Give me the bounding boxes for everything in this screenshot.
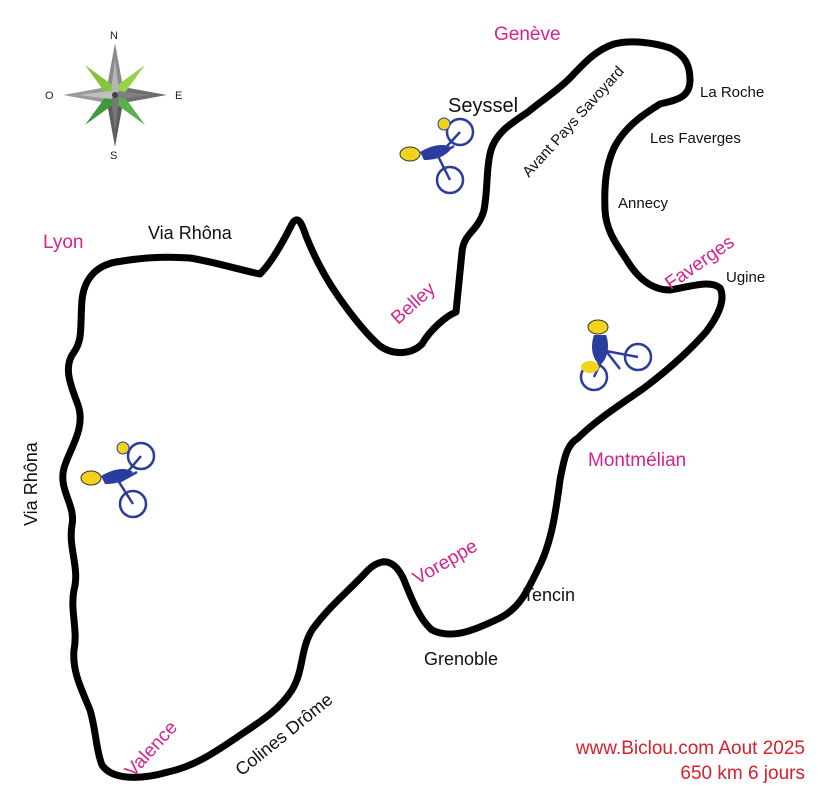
route-path (59, 38, 726, 781)
label-via-rhona-left: Via Rhôna (21, 442, 41, 526)
label-ugine: Ugine (726, 269, 766, 286)
cyclist-icon (399, 117, 475, 195)
label-via-rhona-top: Via Rhôna (148, 223, 232, 243)
compass-east-label: E (175, 90, 183, 102)
label-tencin: Tencin (523, 585, 576, 605)
credit-line: 650 km 6 jours (680, 763, 805, 784)
label-montmelian: Montmélian (588, 450, 687, 471)
credit-line: www.Biclou.com Aout 2025 (575, 738, 805, 759)
label-la-roche: La Roche (700, 84, 765, 101)
compass-south-label: S (110, 150, 118, 162)
cyclist-icon (80, 441, 156, 519)
label-lyon: Lyon (43, 232, 84, 253)
credit-block: www.Biclou.com Aout 2025 650 km 6 jours (576, 736, 805, 786)
label-grenoble: Grenoble (424, 649, 499, 669)
label-annecy: Annecy (618, 195, 669, 212)
cyclist-icon (579, 319, 653, 392)
label-geneve: Genève (494, 24, 561, 45)
compass-rose-icon (63, 43, 167, 147)
label-les-faverges: Les Faverges (650, 130, 741, 147)
label-seyssel: Seyssel (448, 95, 519, 117)
compass-west-label: O (45, 90, 54, 102)
compass-north-label: N (110, 30, 118, 42)
